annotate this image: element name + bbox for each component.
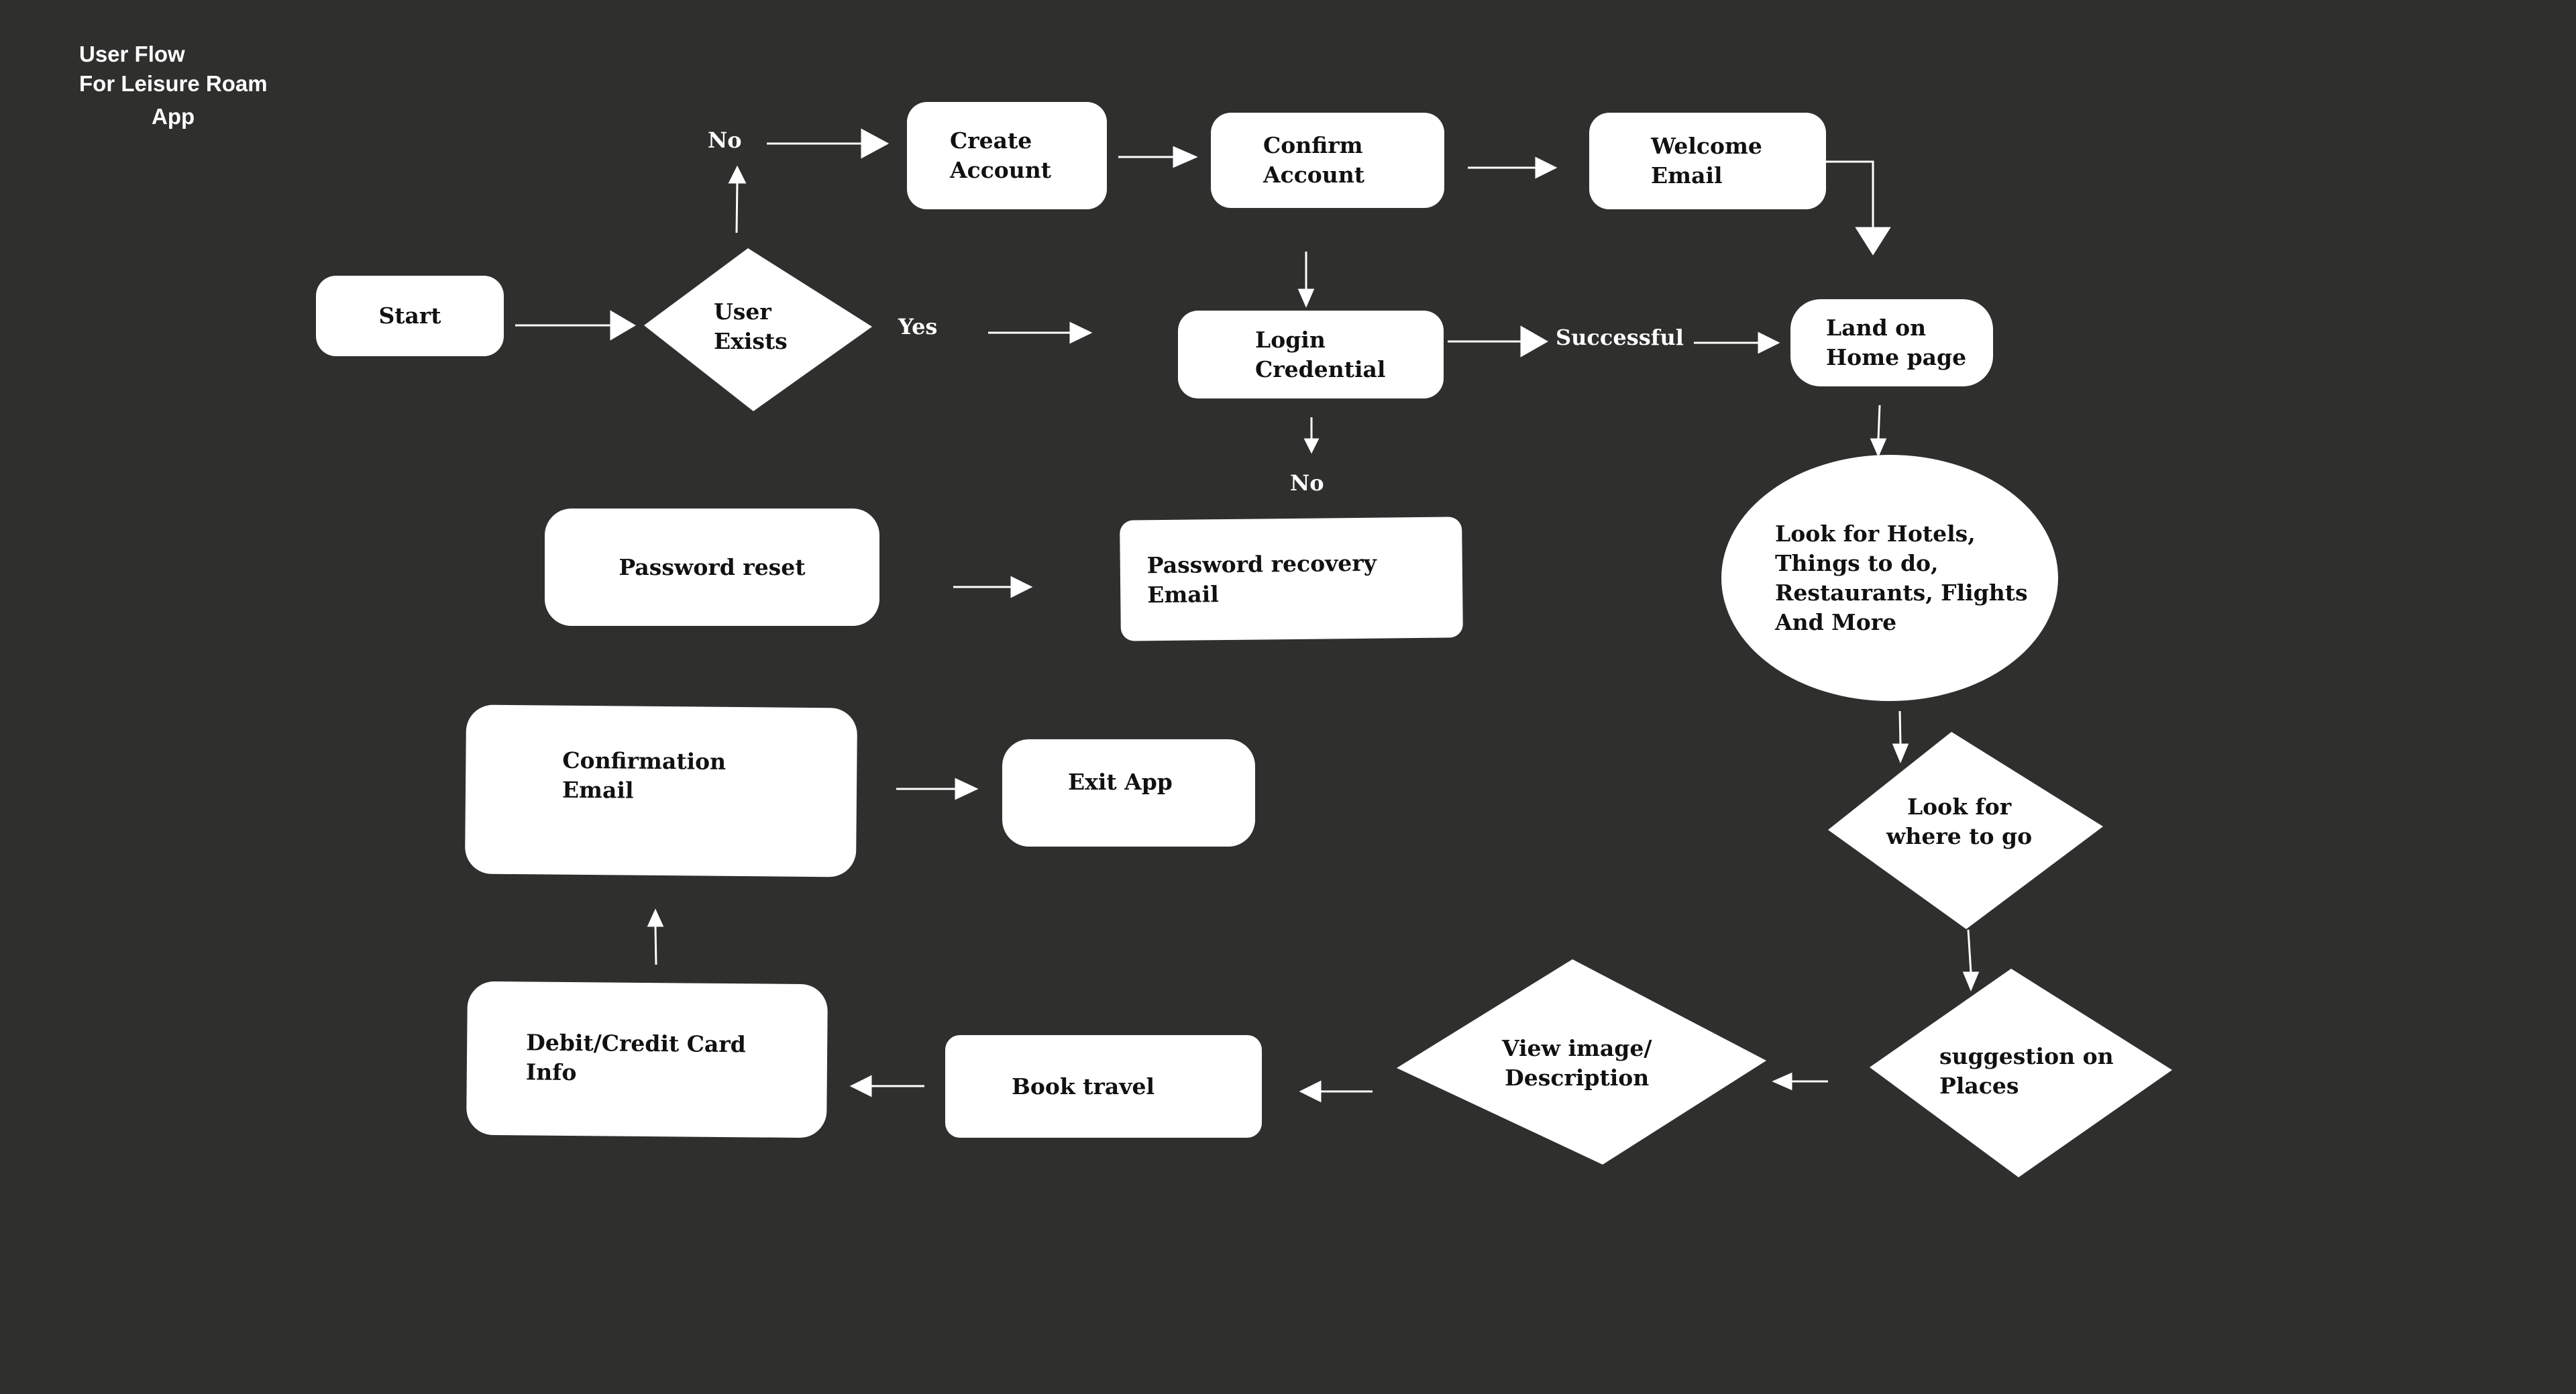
suggestion-places-label: suggestion on Places [1939, 1043, 2114, 1099]
create-account-label: Create Account [950, 127, 1052, 183]
arrow-where-to-suggestion [1967, 929, 1972, 973]
look-where-label: Look for where to go [1886, 794, 2033, 849]
start-node: Start [316, 276, 504, 356]
land-home-node: Land on Home page [1790, 299, 1993, 386]
view-image-diamond-shape [1397, 959, 1766, 1165]
arrow-welcome-to-home [1826, 160, 1874, 228]
no-label-top: No [708, 127, 742, 153]
confirmation-email-node: Confirmation Email [464, 704, 858, 877]
suggestion-places-decision: suggestion on Places [1870, 969, 2172, 1177]
debit-credit-node: Debit/Credit Card Info [466, 981, 828, 1138]
confirm-account-label: Confirm Account [1263, 132, 1365, 188]
successful-label: Successful [1556, 325, 1684, 350]
user-exists-label: User Exists [714, 299, 788, 354]
diagram-title-line-2: For Leisure Roam [79, 71, 268, 96]
user-exists-diamond-shape [644, 248, 872, 411]
no-label-login: No [1290, 470, 1324, 496]
yes-label: Yes [898, 314, 938, 339]
book-travel-label: Book travel [1012, 1073, 1155, 1100]
diagram-title-line-1: User Flow [79, 42, 185, 66]
look-where-decision: Look for where to go [1828, 732, 2103, 929]
exit-app-node: Exit App [1002, 739, 1255, 847]
confirm-account-node: Confirm Account [1211, 113, 1444, 208]
password-recovery-email-node: Password recovery Email [1120, 517, 1463, 641]
look-for-hotels-label: Look for Hotels, Things to do, Restauran… [1775, 520, 2028, 635]
look-where-diamond-shape [1828, 732, 2103, 929]
confirmation-email-label: Confirmation Email [561, 747, 727, 804]
diagram-title-line-3: App [152, 104, 195, 129]
suggestion-places-diamond-shape [1870, 969, 2172, 1177]
welcome-email-label: Welcome Email [1651, 133, 1762, 189]
book-travel-node: Book travel [945, 1035, 1262, 1138]
start-label: Start [378, 303, 441, 329]
login-credential-label: Login Credential [1255, 326, 1386, 382]
create-account-node: Create Account [907, 102, 1107, 209]
login-credential-node: Login Credential [1178, 311, 1444, 398]
arrow-home-to-hotels [1877, 405, 1881, 440]
land-home-label: Land on Home page [1826, 315, 1967, 370]
user-exists-decision: User Exists [644, 248, 872, 411]
look-for-hotels-node: Look for Hotels, Things to do, Restauran… [1721, 455, 2058, 701]
debit-credit-label: Debit/Credit Card Info [525, 1029, 746, 1086]
password-reset-node: Password reset [545, 508, 879, 626]
exit-app-label: Exit App [1068, 769, 1173, 795]
arrow-debit-to-confirmation [654, 925, 657, 965]
password-recovery-email-label: Password recovery Email [1146, 549, 1377, 608]
view-image-label: View image/ Description [1502, 1035, 1652, 1091]
view-image-decision: View image/ Description [1397, 959, 1766, 1165]
welcome-email-node: Welcome Email [1589, 113, 1826, 209]
password-reset-label: Password reset [619, 553, 806, 580]
